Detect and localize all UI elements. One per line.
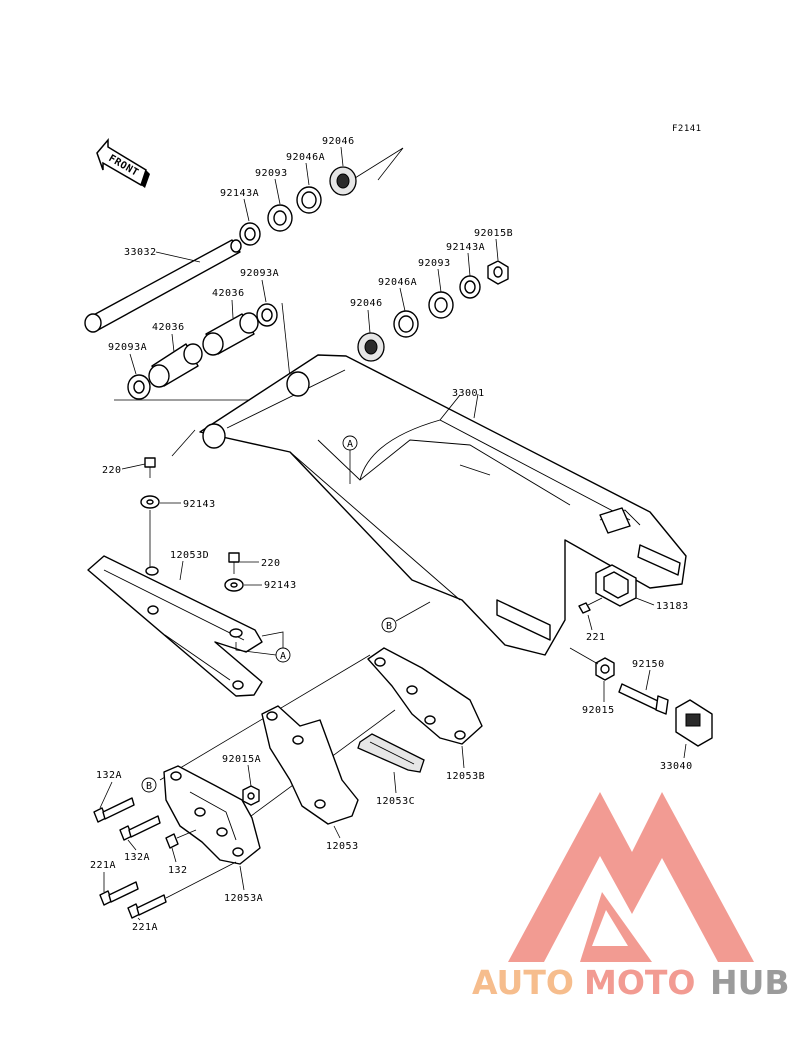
label-13183: 13183 xyxy=(656,601,689,612)
label-92093-left: 92093 xyxy=(255,168,288,179)
label-92093a-left: 92093A xyxy=(108,342,147,353)
label-12053d: 12053D xyxy=(170,550,209,561)
label-92143a-left: 92143A xyxy=(220,188,259,199)
bearing-92046a-left xyxy=(296,186,322,214)
collar-92143a-right xyxy=(459,275,481,299)
label-220-a: 220 xyxy=(102,465,122,476)
label-33032: 33032 xyxy=(124,247,157,258)
label-92015a: 92015A xyxy=(222,754,261,765)
bolt-132a-mid xyxy=(119,815,161,841)
label-92046a-left: 92046A xyxy=(286,152,325,163)
watermark-hub: HUB xyxy=(710,963,790,1002)
nut-92015a xyxy=(242,785,260,806)
label-92143-b: 92143 xyxy=(264,580,297,591)
watermark-moto: MOTO xyxy=(584,963,695,1002)
collar-92143a-left xyxy=(239,222,261,246)
bolt-221 xyxy=(578,597,603,614)
adjuster-block-33040 xyxy=(675,699,713,747)
label-33001: 33001 xyxy=(452,388,485,399)
front-arrow-icon: FRONT xyxy=(96,137,150,188)
label-132: 132 xyxy=(168,865,188,876)
label-92093-right: 92093 xyxy=(418,258,451,269)
bolt-221a-b xyxy=(127,894,167,919)
chain-guide-12053c xyxy=(357,733,425,773)
bolt-220-b xyxy=(228,552,240,574)
label-221: 221 xyxy=(586,632,606,643)
ref-b-plate: B xyxy=(146,781,153,792)
ref-b-arm: B xyxy=(386,621,393,632)
needle-bearing-92046-top xyxy=(329,166,357,196)
ref-mark-b-plate xyxy=(141,777,157,793)
washer-92143-b xyxy=(224,578,244,592)
ref-a-slider: A xyxy=(280,651,287,662)
washer-92143-a xyxy=(140,495,160,509)
label-221a-b: 221A xyxy=(132,922,158,933)
axle-shaft-33032 xyxy=(84,239,242,333)
swingarm-33001 xyxy=(199,354,687,656)
label-92015b: 92015B xyxy=(474,228,513,239)
bolt-132a-top xyxy=(93,797,135,823)
guard-13183 xyxy=(595,564,637,607)
label-12053a: 12053A xyxy=(224,893,263,904)
automotohub-logo: AUTO MOTO HUB xyxy=(472,792,790,1002)
bolt-132 xyxy=(165,829,197,849)
seal-92093a-upper xyxy=(256,303,278,327)
label-42036-a: 42036 xyxy=(212,288,245,299)
chain-guide-12053b xyxy=(367,647,483,745)
label-92093a-upper: 92093A xyxy=(240,268,279,279)
sleeve-42036-upper xyxy=(202,312,259,356)
label-12053c: 12053C xyxy=(376,796,415,807)
label-220-b: 220 xyxy=(261,558,281,569)
label-221a-a: 221A xyxy=(90,860,116,871)
label-12053: 12053 xyxy=(326,841,359,852)
label-132a-mid: 132A xyxy=(124,852,150,863)
label-132a-top: 132A xyxy=(96,770,122,781)
sleeve-42036-lower xyxy=(148,343,203,388)
ref-a-arm: A xyxy=(347,439,354,450)
chain-guide-12053 xyxy=(261,705,359,825)
label-92046-top: 92046 xyxy=(322,136,355,147)
watermark-auto: AUTO xyxy=(472,963,574,1002)
nut-92015 xyxy=(595,657,615,681)
label-92143-a: 92143 xyxy=(183,499,216,510)
bolt-221a-a xyxy=(99,881,139,906)
ref-mark-b-arm xyxy=(381,617,397,633)
label-33040: 33040 xyxy=(660,761,693,772)
label-92143a-right: 92143A xyxy=(446,242,485,253)
bolt-220-a xyxy=(144,457,156,478)
seal-92093a-lower xyxy=(127,374,151,400)
label-42036-b: 42036 xyxy=(152,322,185,333)
bolt-92150 xyxy=(618,683,669,715)
bearing-92046a-right xyxy=(393,310,419,338)
chain-guide-plate-12053a xyxy=(163,765,261,865)
figure-id: F2141 xyxy=(672,124,702,134)
label-92046a-right: 92046A xyxy=(378,277,417,288)
label-92046-right: 92046 xyxy=(350,298,383,309)
label-92150: 92150 xyxy=(632,659,665,670)
seal-92093-left xyxy=(267,204,293,232)
label-12053b: 12053B xyxy=(446,771,485,782)
seal-92093-right xyxy=(428,291,454,319)
nut-92015b xyxy=(487,260,509,285)
needle-bearing-92046-right xyxy=(357,332,385,362)
label-92015: 92015 xyxy=(582,705,615,716)
chain-slider-12053d xyxy=(87,555,263,697)
